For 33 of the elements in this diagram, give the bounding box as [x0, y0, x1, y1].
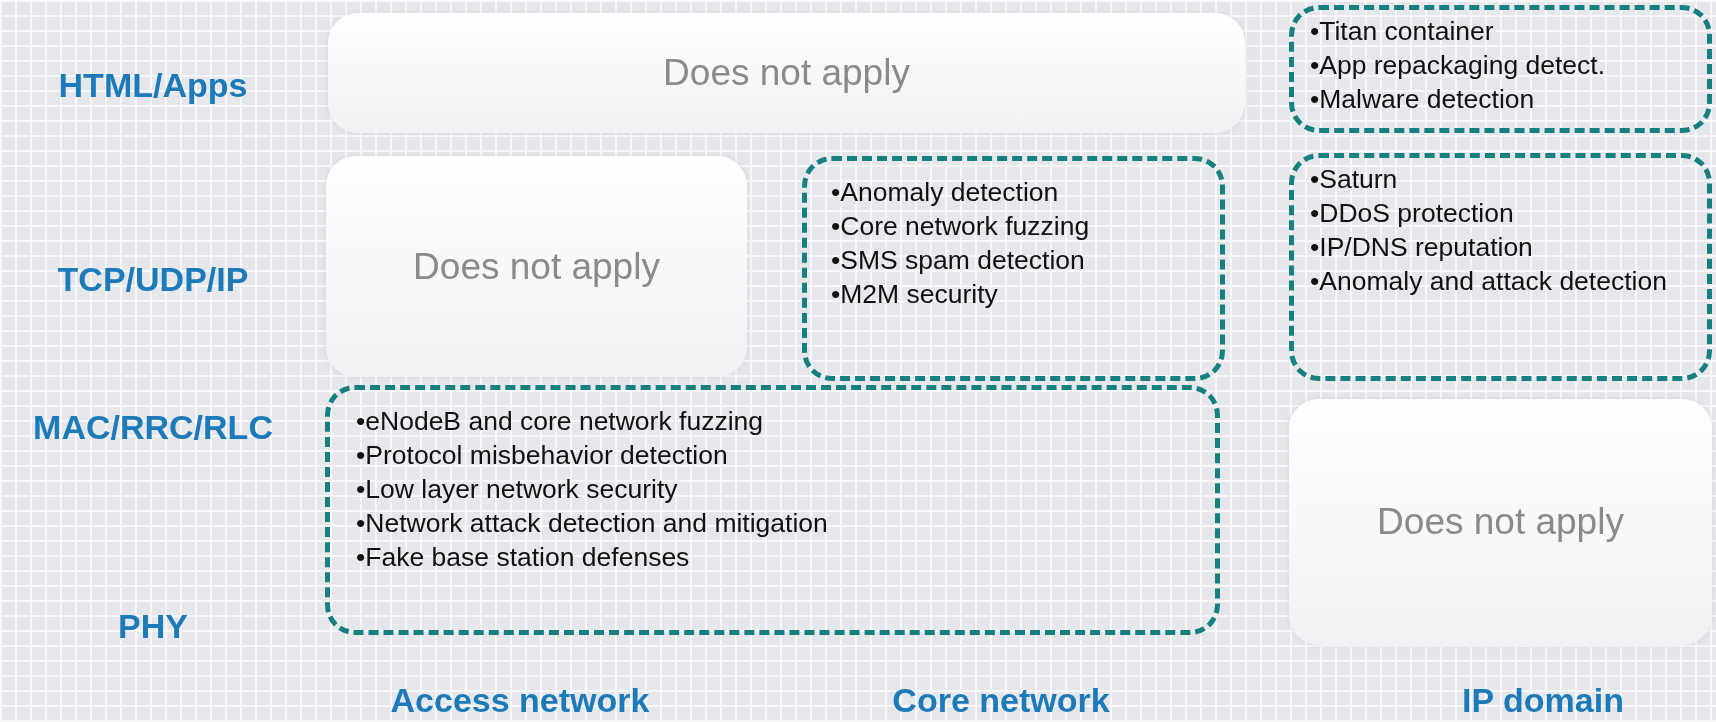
placeholder-text: Does not apply — [1377, 501, 1624, 543]
bullet-item: •M2M security — [831, 278, 999, 311]
bullet-item: •Fake base station defenses — [356, 541, 691, 574]
bullet-item: •DDoS protection — [1310, 197, 1515, 230]
dashed-box — [1289, 153, 1712, 381]
bullet-item: •Saturn — [1310, 163, 1399, 196]
row-label: HTML/Apps — [58, 65, 248, 105]
bullet-item: •IP/DNS reputation — [1310, 231, 1534, 264]
placeholder-text: Does not apply — [663, 52, 910, 94]
bullet-item: •Protocol misbehavior detection — [356, 439, 729, 472]
bullet-item: •App repackaging detect. — [1310, 49, 1607, 82]
panel — [326, 156, 747, 377]
bullet-item: •SMS spam detection — [831, 244, 1086, 277]
bullet-item: •Network attack detection and mitigation — [356, 507, 829, 540]
bullet-item: •Anomaly and attack detection — [1310, 265, 1667, 298]
bullet-item: •eNodeB and core network fuzzing — [356, 405, 764, 438]
bullet-item: •Titan container — [1310, 15, 1495, 48]
column-label: IP domain — [1462, 680, 1624, 720]
bullet-item: •Core network fuzzing — [831, 210, 1091, 243]
panel — [328, 13, 1245, 133]
bullet-item: •Low layer network security — [356, 473, 679, 506]
bullet-item: •Anomaly detection — [831, 176, 1060, 209]
column-label: Core network — [892, 680, 1110, 720]
row-label: MAC/RRC/RLC — [33, 407, 273, 447]
row-label: PHY — [118, 606, 188, 646]
bullet-item: •Malware detection — [1310, 83, 1536, 116]
dashed-box — [325, 385, 1220, 635]
column-label: Access network — [390, 680, 650, 720]
panel — [1289, 399, 1712, 645]
dashed-box — [802, 156, 1225, 381]
placeholder-text: Does not apply — [413, 245, 660, 288]
row-label: TCP/UDP/IP — [57, 259, 249, 299]
dashed-box — [1289, 5, 1712, 133]
